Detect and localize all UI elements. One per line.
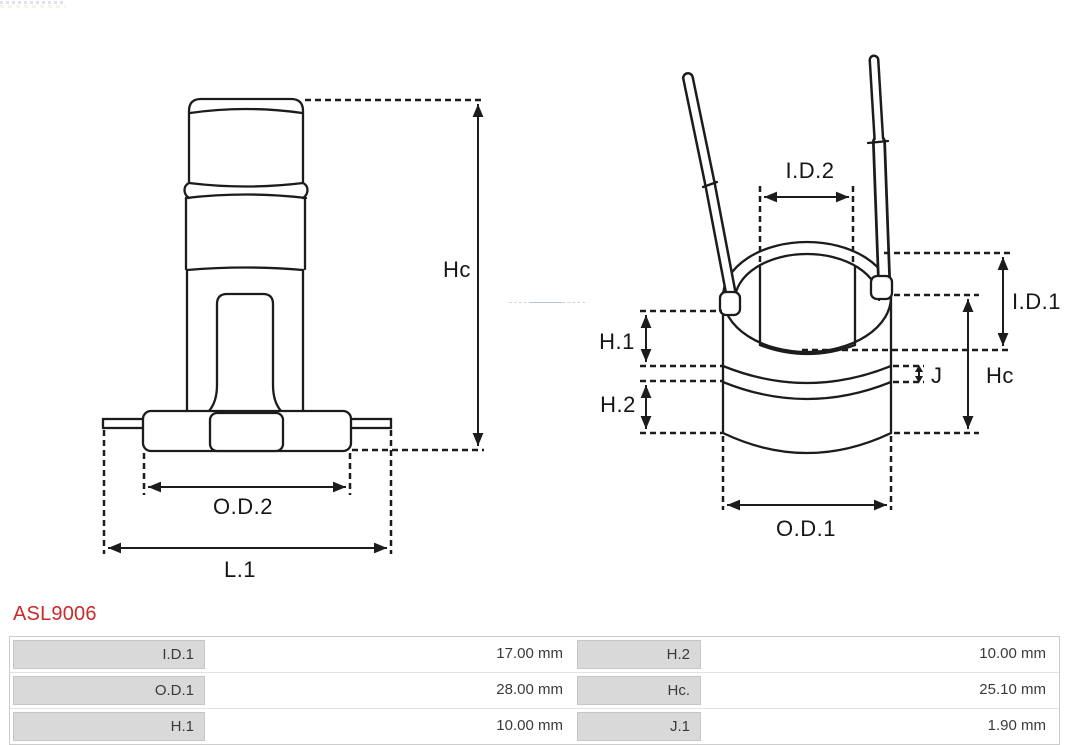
spec-value: 28.00 mm (209, 676, 573, 705)
spec-label: H.2 (577, 640, 701, 669)
spec-value: 17.00 mm (209, 640, 573, 669)
dim-label-hc-right: Hc (986, 363, 1014, 388)
spec-row: H.1 10.00 mm J.1 1.90 mm (10, 708, 1059, 744)
dim-label-h1: H.1 (599, 329, 635, 354)
spec-value: 1.90 mm (705, 712, 1056, 741)
right-tab (348, 417, 393, 430)
slot-outline (207, 292, 283, 413)
dim-label-hc-left: Hc (443, 257, 471, 282)
cap-outline (187, 97, 305, 185)
left-tab (101, 417, 146, 430)
spec-table: I.D.1 17.00 mm H.2 10.00 mm O.D.1 28.00 … (9, 636, 1060, 745)
technical-drawing: Hc O.D.2 L.1 (101, 54, 1061, 582)
right-wire (866, 54, 894, 301)
dim-label-od2: O.D.2 (213, 494, 273, 519)
spec-label: I.D.1 (13, 640, 205, 669)
spec-label: H.1 (13, 712, 205, 741)
spec-row: O.D.1 28.00 mm Hc. 25.10 mm (10, 672, 1059, 708)
dim-label-l1: L.1 (224, 557, 256, 582)
dim-label-id1: I.D.1 (1012, 289, 1061, 314)
side-view-drawing: Hc O.D.2 L.1 (101, 97, 484, 582)
screenshot-artifact (0, 1, 66, 8)
spec-value: 10.00 mm (209, 712, 573, 741)
left-wire (682, 72, 742, 317)
part-number: ASL9006 (13, 603, 97, 625)
dim-label-id2: I.D.2 (786, 158, 835, 183)
spec-value: 25.10 mm (705, 676, 1056, 705)
cylinder-rim (721, 240, 893, 354)
dim-label-h2: H.2 (600, 392, 636, 417)
base-boss (208, 411, 285, 453)
spec-label: Hc. (577, 676, 701, 705)
spec-value: 10.00 mm (705, 640, 1056, 669)
front-view-drawing: I.D.2 I.D.1 Hc J O.D.1 H.1 H.2 (599, 54, 1061, 541)
spec-label: J.1 (577, 712, 701, 741)
dim-label-j: J (931, 363, 943, 388)
faint-divider (509, 302, 585, 306)
spec-label: O.D.1 (13, 676, 205, 705)
spec-row: I.D.1 17.00 mm H.2 10.00 mm (10, 637, 1059, 672)
dim-label-od1: O.D.1 (776, 516, 836, 541)
